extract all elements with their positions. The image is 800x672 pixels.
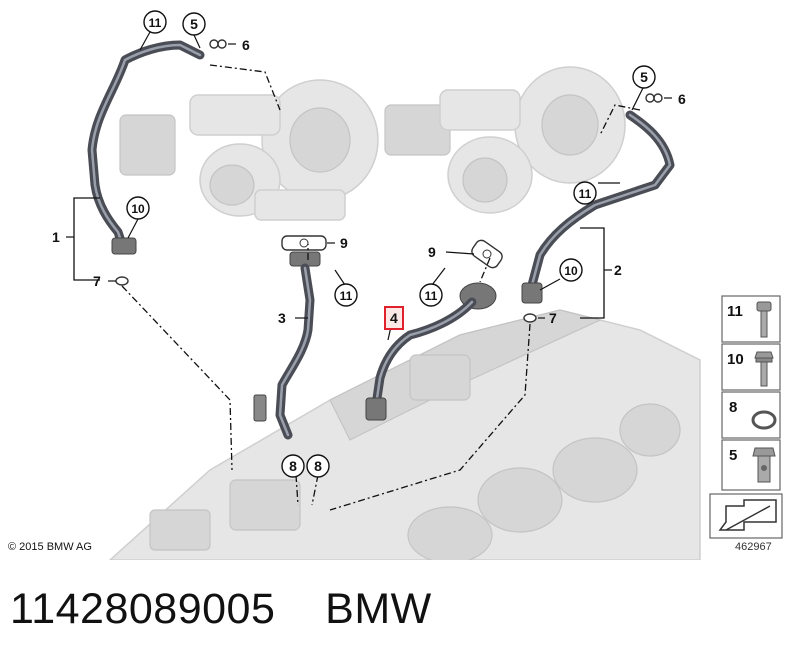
left-oil-return-line[interactable] bbox=[253, 251, 321, 440]
bolt-hex-flange-icon bbox=[754, 351, 774, 387]
callout-2-label: 2 bbox=[614, 262, 622, 278]
right-turbocharger-illustration bbox=[384, 66, 626, 214]
callout-1[interactable]: 1 bbox=[52, 229, 60, 245]
left-turbocharger-illustration bbox=[119, 79, 379, 221]
callout-11-center[interactable]: 11 bbox=[419, 283, 443, 307]
legend-item-11[interactable]: 11 bbox=[721, 295, 781, 343]
legend-item-arrow[interactable] bbox=[709, 493, 783, 539]
callout-9-left-label: 9 bbox=[340, 235, 348, 251]
callout-10-right-label: 10 bbox=[564, 264, 578, 278]
bracket-callout-2 bbox=[580, 227, 605, 319]
callout-9-right[interactable]: 9 bbox=[428, 244, 436, 260]
callout-11-topleft[interactable]: 11 bbox=[143, 10, 167, 34]
callout-8-a[interactable]: 8 bbox=[281, 454, 305, 478]
callout-6-left[interactable]: 6 bbox=[242, 37, 250, 53]
footer-caption: 11428089005 BMW bbox=[10, 585, 432, 634]
seal-ring-icon bbox=[751, 410, 777, 430]
legend-label-5: 5 bbox=[729, 447, 737, 464]
right-turbo-gasket bbox=[471, 239, 503, 269]
callout-5-right-label: 5 bbox=[640, 69, 648, 85]
callout-11-topleft-label: 11 bbox=[149, 16, 162, 30]
callout-3-label: 3 bbox=[278, 310, 286, 326]
legend-label-11: 11 bbox=[727, 303, 743, 320]
callout-10-left[interactable]: 10 bbox=[126, 196, 150, 220]
callout-8-b[interactable]: 8 bbox=[306, 454, 330, 478]
callout-2[interactable]: 2 bbox=[614, 262, 622, 278]
oil-return-line-part-4[interactable] bbox=[365, 282, 497, 421]
legend-item-5[interactable]: 5 bbox=[721, 439, 781, 491]
callout-9-left[interactable]: 9 bbox=[340, 235, 348, 251]
legend-item-8[interactable]: 8 bbox=[721, 391, 781, 439]
callout-11-topright-label: 11 bbox=[579, 187, 592, 201]
legend-panel: 11 10 8 5 bbox=[709, 295, 783, 539]
part-number: 11428089005 bbox=[10, 585, 276, 633]
callout-1-label: 1 bbox=[52, 229, 60, 245]
callout-4-label: 4 bbox=[390, 310, 398, 326]
copyright-notice: © 2015 BMW AG bbox=[8, 541, 92, 553]
callout-11-mid[interactable]: 11 bbox=[334, 283, 358, 307]
callout-8-a-label: 8 bbox=[289, 458, 297, 474]
callout-5-right[interactable]: 5 bbox=[632, 65, 656, 89]
legend-label-8: 8 bbox=[729, 399, 737, 416]
callout-7-left-label: 7 bbox=[93, 273, 101, 289]
callout-5-left[interactable]: 5 bbox=[182, 12, 206, 36]
callout-10-left-label: 10 bbox=[131, 202, 145, 216]
callout-11-topright[interactable]: 11 bbox=[573, 181, 597, 205]
engine-block-illustration bbox=[108, 309, 701, 560]
diagram-id: 462967 bbox=[735, 541, 772, 553]
callout-5-left-label: 5 bbox=[190, 16, 198, 32]
callout-7-right-label: 7 bbox=[549, 310, 557, 326]
callout-4-highlighted[interactable]: 4 bbox=[384, 306, 404, 330]
bracket-callout-1 bbox=[73, 197, 100, 281]
callout-10-right[interactable]: 10 bbox=[559, 258, 583, 282]
left-oil-feed-line[interactable] bbox=[87, 40, 205, 255]
callout-3[interactable]: 3 bbox=[278, 310, 286, 326]
callout-7-left[interactable]: 7 bbox=[93, 273, 101, 289]
callout-11-center-label: 11 bbox=[425, 289, 438, 303]
callout-6-right-label: 6 bbox=[678, 91, 686, 107]
left-turbo-gasket bbox=[281, 235, 327, 251]
legend-item-10[interactable]: 10 bbox=[721, 343, 781, 391]
callout-9-right-label: 9 bbox=[428, 244, 436, 260]
bolt-socket-head-icon bbox=[756, 301, 772, 338]
callout-8-b-label: 8 bbox=[314, 458, 322, 474]
callout-6-left-label: 6 bbox=[242, 37, 250, 53]
callout-7-right[interactable]: 7 bbox=[549, 310, 557, 326]
callout-11-mid-label: 11 bbox=[340, 289, 353, 303]
parts-diagram: 1 2 3 4 5 5 6 6 7 7 8 8 9 9 10 bbox=[52, 10, 783, 560]
direction-arrow-icon bbox=[718, 499, 777, 531]
callout-6-right[interactable]: 6 bbox=[678, 91, 686, 107]
banjo-bolt-icon bbox=[752, 447, 776, 483]
right-oil-feed-line[interactable] bbox=[521, 110, 675, 304]
legend-label-10: 10 bbox=[727, 351, 744, 368]
construction-lines bbox=[121, 64, 641, 511]
brand-name: BMW bbox=[325, 585, 432, 633]
